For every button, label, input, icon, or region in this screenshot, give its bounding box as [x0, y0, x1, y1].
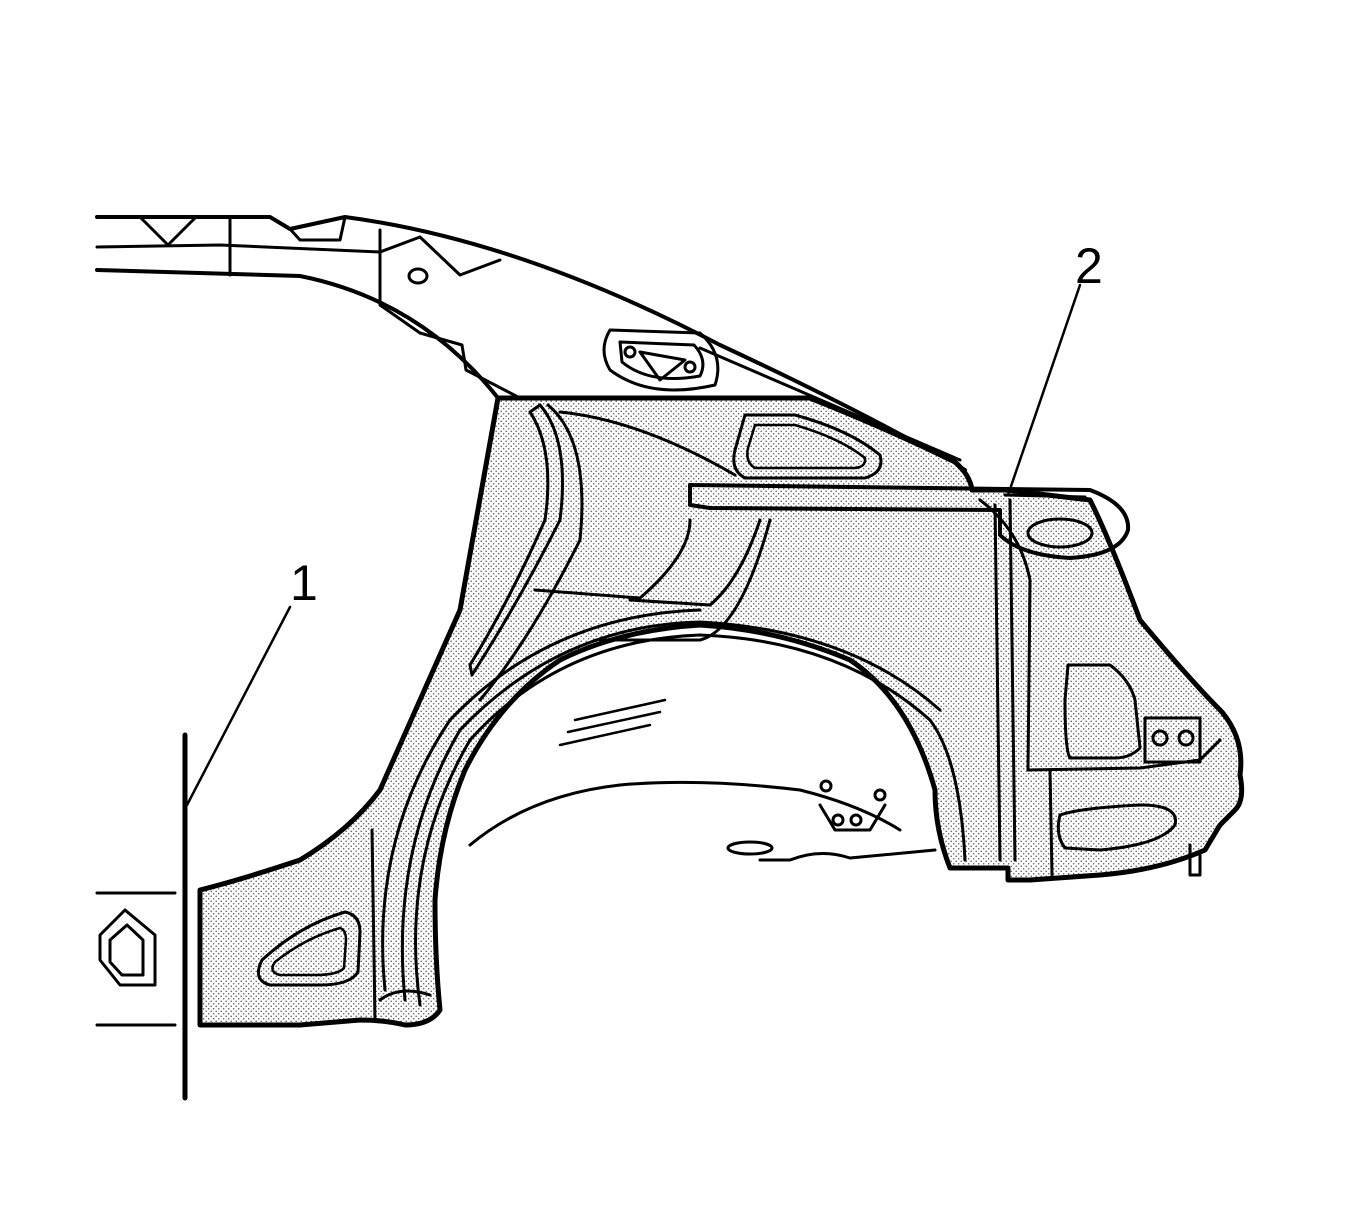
access-hole-rear-upper [1063, 663, 1142, 760]
callout-1-leader [185, 605, 292, 807]
access-hole-rear-lower [1056, 803, 1178, 852]
callout-2-label: 2 [1075, 238, 1103, 294]
cut-line-section [95, 732, 188, 1101]
callout-2-leader [1006, 283, 1082, 497]
inner-wheelhouse [468, 698, 937, 862]
quarter-panel-outline [197, 395, 1245, 1028]
access-hole-upper [732, 413, 883, 480]
upper-body-structure [95, 215, 967, 472]
spring-mount-bracket [688, 483, 1131, 560]
callout-leaders [185, 283, 1082, 807]
callout-1-label: 1 [290, 555, 318, 611]
access-hole-front [256, 910, 362, 987]
quarter-panel-shaded [197, 395, 1245, 1028]
